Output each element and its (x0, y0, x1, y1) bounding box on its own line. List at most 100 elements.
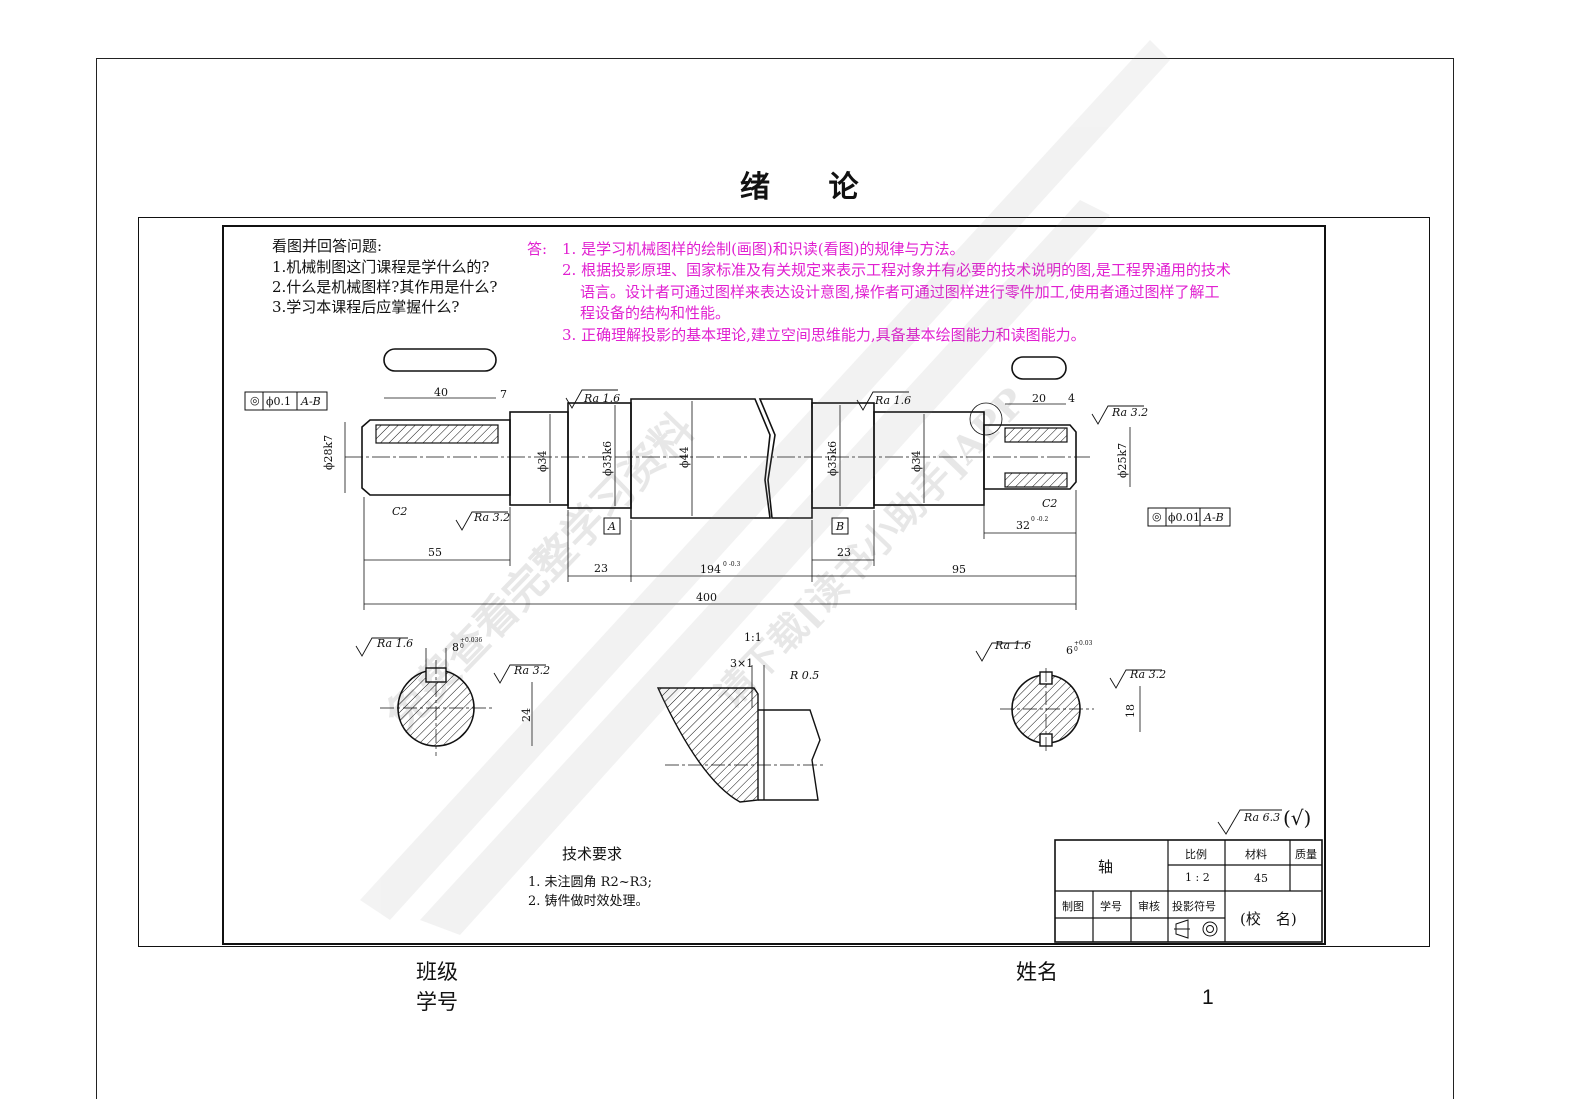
roughness-symbol (1217, 809, 1282, 835)
dim-400: 400 (696, 591, 717, 604)
title-block-projection-label: 投影符号 (1172, 900, 1216, 913)
dim-phi35k6-right: ϕ35k6 (826, 440, 839, 476)
roughness-ra32-left: Ra 3.2 (474, 511, 511, 524)
question-1: 1.机械制图这门课程是学什么的? (272, 258, 490, 276)
tolerance-1-datum: A-B (301, 395, 321, 408)
title-block-part-name: 轴 (1098, 858, 1114, 876)
page-title: 绪 论 (740, 170, 883, 205)
keyway-top-right (1011, 356, 1067, 380)
detail-view (656, 665, 825, 803)
answer-1: 1. 是学习机械图样的绘制(画图)和识读(看图)的规律与方法。 (562, 240, 965, 258)
inner-drawing-frame (222, 225, 1326, 945)
tolerance-1-value: ϕ0.1 (266, 395, 291, 408)
detail-r05: R 0.5 (790, 669, 820, 682)
detail-scale: 1:1 (744, 631, 762, 644)
tolerance-2-symbol: ◎ (1152, 510, 1162, 523)
shaft-outline (361, 398, 1077, 519)
requirement-1: 1. 未注圆角 R2~R3; (528, 875, 653, 890)
section-right-ra16: Ra 1.6 (995, 639, 1032, 652)
dim-40: 40 (434, 386, 448, 399)
title-block-material-value: 45 (1254, 872, 1268, 885)
section-left (355, 637, 546, 756)
title-block-scale-label: 比例 (1185, 848, 1207, 861)
dim-7: 7 (500, 388, 507, 401)
dim-phi28k7: ϕ28k7 (322, 434, 335, 470)
tolerance-2-value: ϕ0.01 (1168, 511, 1200, 524)
roughness-symbol (455, 511, 508, 531)
chamfer-c2-left: C2 (392, 505, 408, 518)
section-left-width-8: 8 (452, 641, 459, 654)
dim-23-right: 23 (837, 546, 851, 559)
overall-roughness-check: (√) (1283, 806, 1312, 830)
projection-symbol-icon (1174, 919, 1218, 939)
keyway-slot-right-top (1004, 427, 1068, 443)
title-block-school: (校 名) (1240, 910, 1297, 928)
keyway-slot-right-bottom (1004, 472, 1068, 488)
answer-2c: 程设备的结构和性能。 (580, 304, 731, 322)
answer-prefix: 答: (527, 240, 548, 258)
section-right-depth-18: 18 (1124, 704, 1137, 718)
tolerance-frame-2 (1147, 507, 1231, 527)
section-left-ra16: Ra 1.6 (377, 637, 414, 650)
section-left-width-tol: +0.036 0 (460, 637, 483, 650)
dim-4: 4 (1068, 392, 1075, 405)
section-right-ra32: Ra 3.2 (1130, 668, 1167, 681)
dim-20: 20 (1032, 392, 1046, 405)
dim-194: 194 (700, 563, 721, 576)
question-2: 2.什么是机械图样?其作用是什么? (272, 278, 498, 296)
section-right-width-tol: +0.03 0 (1074, 640, 1093, 653)
dim-55: 55 (428, 546, 442, 559)
keyway-slot-left (375, 424, 499, 444)
roughness-ra16-right: Ra 1.6 (875, 394, 912, 407)
dim-194-tol: 0 -0.3 (723, 561, 741, 568)
tolerance-1-symbol: ◎ (250, 394, 260, 407)
overall-roughness: Ra 6.3 (1244, 811, 1281, 824)
section-right (975, 642, 1162, 752)
answer-2a: 2. 根据投影原理、国家标准及有关规定来表示工程对象并有必要的技术说明的图,是工… (562, 261, 1231, 279)
title-block-draw-label: 制图 (1062, 900, 1084, 913)
detail-3x1: 3×1 (730, 657, 754, 670)
tolerance-2-datum: A-B (1204, 511, 1224, 524)
keyway-top-left (383, 348, 497, 372)
answer-2b: 语言。设计者可通过图样来表达设计意图,操作者可通过图样进行零件加工,使用者通过图… (580, 283, 1220, 301)
title-block-material-label: 材料 (1245, 848, 1267, 861)
roughness-ra32-right: Ra 3.2 (1112, 406, 1149, 419)
title-block-mass-label: 质量 (1295, 848, 1317, 861)
answer-3: 3. 正确理解投影的基本理论,建立空间思维能力,具备基本绘图能力和读图能力。 (562, 326, 1086, 344)
dim-phi25k7: ϕ25k7 (1116, 442, 1129, 478)
page-number: 1 (1202, 986, 1214, 1009)
dim-phi34-left: ϕ34 (536, 450, 549, 473)
datum-b: B (836, 520, 845, 533)
question-3: 3.学习本课程后应掌握什么? (272, 298, 460, 316)
dim-32-tol: 0 -0.2 (1031, 516, 1049, 523)
dim-95: 95 (952, 563, 966, 576)
section-left-ra32: Ra 3.2 (514, 664, 551, 677)
tolerance-frame-1 (244, 391, 328, 411)
chamfer-c2-right: C2 (1042, 497, 1058, 510)
roughness-symbol (565, 389, 618, 409)
roughness-ra16-left: Ra 1.6 (584, 392, 621, 405)
roughness-symbol (1091, 405, 1144, 425)
datum-a-box (603, 517, 621, 535)
title-block-scale-value: 1 : 2 (1185, 871, 1210, 884)
detail-circle (969, 402, 1003, 436)
page-border (96, 58, 1454, 1099)
requirements-title: 技术要求 (562, 845, 623, 863)
dim-32: 32 (1016, 519, 1030, 532)
title-block-review-label: 审核 (1138, 900, 1160, 913)
title-block-id-label: 学号 (1100, 900, 1122, 913)
roughness-symbol (856, 391, 909, 411)
datum-b-box (831, 517, 849, 535)
section-left-depth-24: 24 (520, 708, 533, 722)
title-block-lines (1054, 839, 1323, 943)
section-right-width-6: 6 (1066, 644, 1073, 657)
outer-drawing-frame (138, 217, 1430, 947)
footer-name-label: 姓名 (1016, 960, 1058, 984)
datum-a: A (608, 520, 616, 533)
dim-23-left: 23 (594, 562, 608, 575)
footer-id-label: 学号 (416, 990, 458, 1014)
watermark-brush (360, 40, 1170, 935)
requirement-2: 2. 铸件做时效处理。 (528, 894, 649, 909)
questions-heading: 看图并回答问题: (272, 237, 383, 255)
